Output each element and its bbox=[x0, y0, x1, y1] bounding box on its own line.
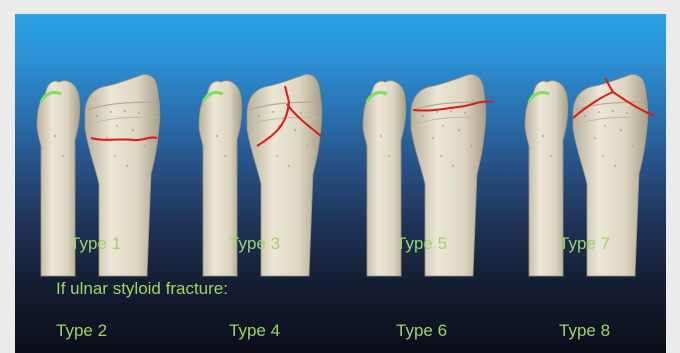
bone-illustrations bbox=[15, 14, 666, 353]
label-type-7: Type 7 bbox=[559, 235, 610, 252]
label-type-2: Type 2 bbox=[56, 322, 107, 339]
label-type-4: Type 4 bbox=[229, 322, 280, 339]
ulnar-styloid-condition-label: If ulnar styloid fracture: bbox=[56, 280, 228, 297]
fracture-classification-panel: Type 1 Type 3 Type 5 Type 7 If ulnar sty… bbox=[15, 14, 666, 353]
label-type-3: Type 3 bbox=[229, 235, 280, 252]
label-type-8: Type 8 bbox=[559, 322, 610, 339]
label-type-5: Type 5 bbox=[396, 235, 447, 252]
label-type-6: Type 6 bbox=[396, 322, 447, 339]
label-type-1: Type 1 bbox=[70, 235, 121, 252]
